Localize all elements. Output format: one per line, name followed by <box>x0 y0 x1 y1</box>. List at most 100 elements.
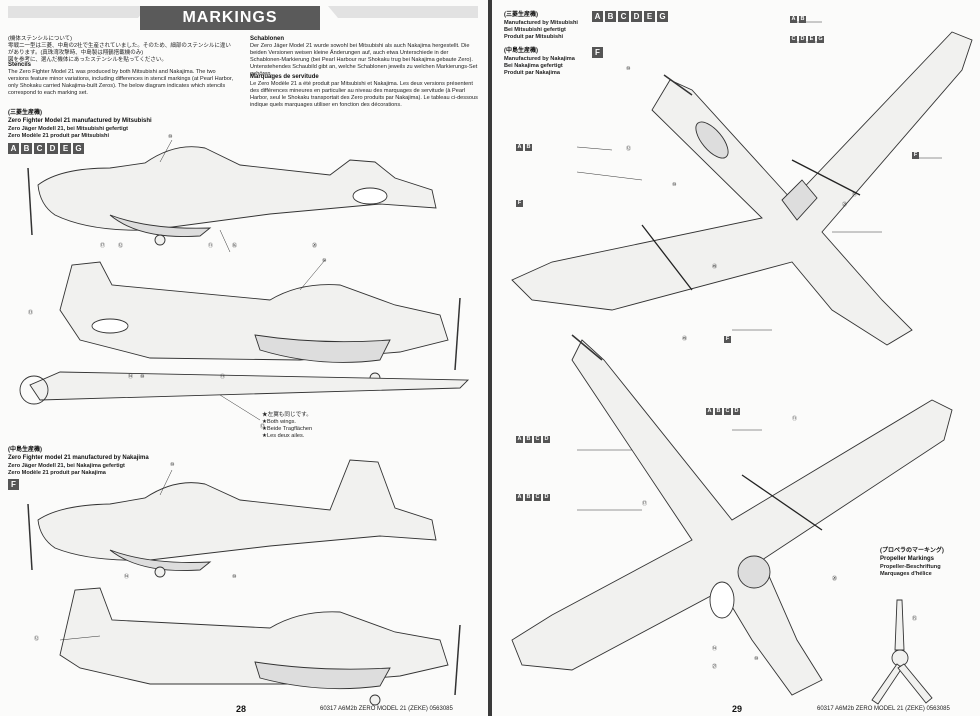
set-badge: C <box>618 11 629 22</box>
svg-text:㉗: ㉗ <box>712 663 717 670</box>
set-badge: F <box>8 479 19 490</box>
svg-text:⑩: ⑩ <box>672 182 677 188</box>
nakajima-heading-jp: (中島生産機) <box>504 48 538 54</box>
callout-sets: A B C D <box>706 408 740 415</box>
set-badge: E <box>644 11 655 22</box>
propeller-heading-en: Propeller Markings <box>880 556 935 562</box>
mitsubishi-heading-fr: Produit par Mitsubishi <box>504 34 564 40</box>
both-wings-fr: ★Les deux ailes. <box>262 433 305 439</box>
nakajima-marking-sets: F <box>592 47 603 58</box>
both-wings-jp: ★左翼も同じです。 <box>262 412 312 418</box>
mitsubishi-heading-jp: (三菱生産機) <box>8 110 42 116</box>
set-badge: F <box>592 47 603 58</box>
svg-text:⑩: ⑩ <box>322 258 327 264</box>
svg-text:⑭: ⑭ <box>124 573 129 580</box>
svg-text:⑩: ⑩ <box>140 374 145 380</box>
svg-text:⑭: ⑭ <box>712 645 717 652</box>
svg-text:⑩: ⑩ <box>754 656 759 662</box>
set-badge: F <box>912 152 919 159</box>
right-page: (三菱生産機) A B C D E G Manufactured by Mits… <box>492 0 980 716</box>
intro-japanese: (機体ステンシルについて) 零戦二一型は三菱、中島の2社で生産されていました。そ… <box>8 36 231 63</box>
set-badge: B <box>715 408 722 415</box>
page-number: 28 <box>236 704 247 714</box>
set-badge: A <box>706 408 713 415</box>
mitsubishi-heading-de: Bei Mitsubishi gefertigt <box>504 27 566 33</box>
page-number: 29 <box>732 704 743 714</box>
set-badge: A <box>516 494 523 501</box>
top-view-aircraft <box>511 31 973 346</box>
intro-french: Le Zero Modèle 21 a été produit par Mits… <box>250 81 478 108</box>
set-badge: B <box>525 436 532 443</box>
mitsubishi-marking-sets: A B C D E G <box>592 11 668 22</box>
set-badge: B <box>799 16 806 23</box>
nakajima-heading-de: Bei Nakajima gefertigt <box>504 63 563 69</box>
callout-sets: A B <box>516 144 532 151</box>
intro-en-title: Stencils <box>8 62 32 68</box>
set-badge: A <box>790 16 797 23</box>
set-badge: C <box>534 494 541 501</box>
callout-sets: A B C D <box>516 494 550 501</box>
svg-text:⑰: ⑰ <box>260 423 265 430</box>
set-badge: A <box>592 11 603 22</box>
callout-sets: F <box>724 336 731 343</box>
set-badge: G <box>73 143 84 154</box>
svg-text:⑩: ⑩ <box>170 462 175 468</box>
propeller-heading-jp: (プロペラのマーキング) <box>880 548 944 554</box>
callout-sets: A B <box>790 16 806 23</box>
svg-text:⑫: ⑫ <box>118 242 123 249</box>
svg-text:⑪: ⑪ <box>208 242 213 249</box>
set-badge: A <box>516 144 523 151</box>
callout-sets: F <box>912 152 919 159</box>
set-badge: C <box>790 36 797 43</box>
footer-code: 60317 A6M2b ZERO MODEL 21 (ZEKE) 0563085 <box>817 706 950 712</box>
set-badge: F <box>516 200 523 207</box>
page-title: MARKINGS <box>140 6 320 30</box>
svg-text:⑪: ⑪ <box>792 415 797 422</box>
nakajima-heading-jp: (中島生産機) <box>8 447 42 453</box>
nakajima-side-profile-right <box>59 587 461 706</box>
left-page: MARKINGS (機体ステンシルについて) 零戦二一型は三菱、中島の2社で生産… <box>0 0 488 716</box>
nakajima-heading-fr: Zero Modèle 21 produit par Nakajima <box>8 470 106 476</box>
nakajima-heading-fr: Produit par Nakajima <box>504 70 560 76</box>
svg-text:㉑: ㉑ <box>842 201 847 208</box>
set-badge: D <box>799 36 806 43</box>
nakajima-heading-en: Manufactured by Nakajima <box>504 56 575 62</box>
nakajima-marking-sets: F <box>8 479 19 490</box>
mitsubishi-marking-sets: A B C D E G <box>8 143 84 154</box>
set-badge: G <box>657 11 668 22</box>
svg-text:⑯: ⑯ <box>232 242 237 249</box>
footer-code: 60317 A6M2b ZERO MODEL 21 (ZEKE) 0563085 <box>320 706 453 712</box>
set-badge: B <box>525 494 532 501</box>
propeller-heading-fr: Marquages d'hélice <box>880 571 932 577</box>
both-wings-de: ★Beide Tragflächen <box>262 426 313 432</box>
svg-text:⑮: ⑮ <box>912 615 917 622</box>
svg-text:⑭: ⑭ <box>128 373 133 380</box>
svg-text:⑳: ⑳ <box>312 242 317 249</box>
callout-sets: F <box>516 200 523 207</box>
bottom-view-aircraft <box>511 334 953 696</box>
mitsubishi-heading-fr: Zero Modèle 21 produit par Mitsubishi <box>8 133 110 139</box>
nakajima-heading-de: Zero Jäger Modell 21, bei Nakajima gefer… <box>8 463 125 469</box>
set-badge: D <box>47 143 58 154</box>
intro-fr-title: Marquages de servitude <box>250 74 319 80</box>
nakajima-side-profile-left <box>27 459 437 578</box>
wing-top-view <box>19 371 470 405</box>
propeller-drawing <box>871 599 933 705</box>
set-badge: C <box>534 436 541 443</box>
intro-de-title: Schablonen <box>250 36 285 42</box>
svg-text:⑫: ⑫ <box>34 635 39 642</box>
set-badge: C <box>34 143 45 154</box>
callout-sets: A B C D <box>516 436 550 443</box>
mitsubishi-heading-en: Manufactured by Mitsubishi <box>504 20 578 26</box>
mitsubishi-side-profile-right <box>59 261 461 384</box>
set-badge: B <box>605 11 616 22</box>
svg-text:㊾: ㊾ <box>712 263 717 270</box>
intro-german: Der Zero Jäger Model 21 wurde sowohl bei… <box>250 43 478 77</box>
mitsubishi-heading-de: Zero Jäger Modell 21, bei Mitsubishi gef… <box>8 126 128 132</box>
svg-text:⑩: ⑩ <box>232 574 237 580</box>
intro-english: The Zero Fighter Model 21 was produced b… <box>8 69 233 96</box>
svg-text:⑬: ⑬ <box>28 309 33 316</box>
mitsubishi-heading-jp: (三菱生産機) <box>504 12 538 18</box>
